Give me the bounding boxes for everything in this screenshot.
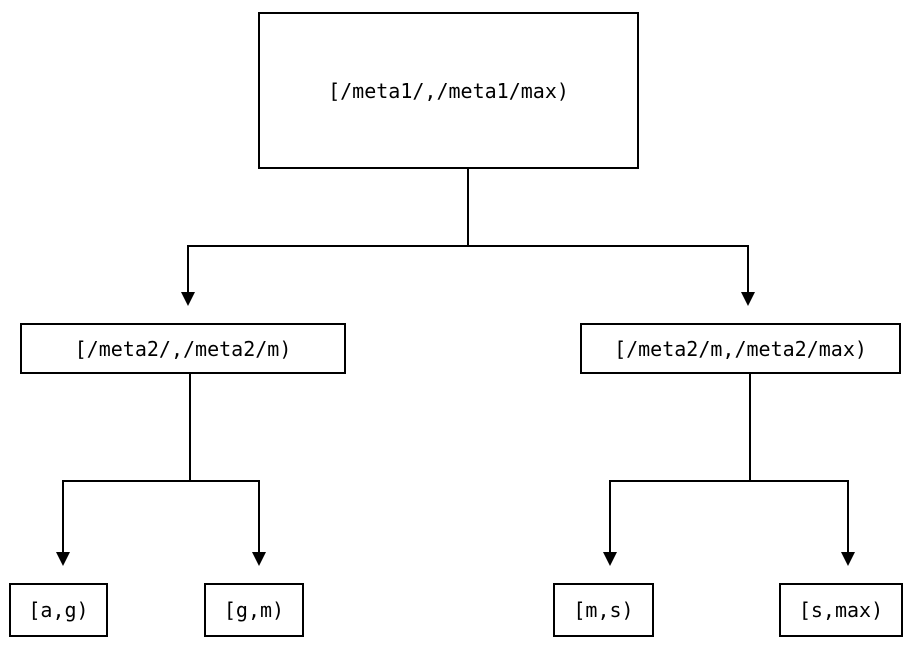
tree-node-leaf-s-max[interactable]: [s,max) <box>779 583 903 637</box>
arrowhead-icon-root-left <box>181 292 195 306</box>
tree-node-right-branch[interactable]: [/meta2/m,/meta2/max) <box>580 323 901 374</box>
tree-node-leaf-s-max-label: [s,max) <box>798 598 884 622</box>
tree-node-leaf-a-g-label: [a,g) <box>28 598 89 622</box>
arrowhead-icon-left-2 <box>252 552 266 566</box>
tree-node-leaf-g-m-label: [g,m) <box>223 598 285 622</box>
tree-node-root-label: [/meta1/,/meta1/max) <box>328 78 569 103</box>
tree-node-right-branch-label: [/meta2/m,/meta2/max) <box>614 336 867 361</box>
edge-left-branch-to-leaves <box>56 374 266 566</box>
arrowhead-icon-right-2 <box>841 552 855 566</box>
arrowhead-icon-left-1 <box>56 552 70 566</box>
edge-root-to-branches <box>181 169 755 306</box>
edge-right-branch-to-leaves <box>603 374 855 566</box>
tree-node-left-branch-label: [/meta2/,/meta2/m) <box>74 336 292 361</box>
tree-node-root[interactable]: [/meta1/,/meta1/max) <box>258 12 639 169</box>
arrowhead-icon-root-right <box>741 292 755 306</box>
tree-node-leaf-a-g[interactable]: [a,g) <box>9 583 108 637</box>
tree-node-leaf-g-m[interactable]: [g,m) <box>204 583 304 637</box>
arrowhead-icon-right-1 <box>603 552 617 566</box>
tree-node-left-branch[interactable]: [/meta2/,/meta2/m) <box>20 323 346 374</box>
tree-node-leaf-m-s-label: [m,s) <box>573 598 634 622</box>
tree-node-leaf-m-s[interactable]: [m,s) <box>553 583 654 637</box>
